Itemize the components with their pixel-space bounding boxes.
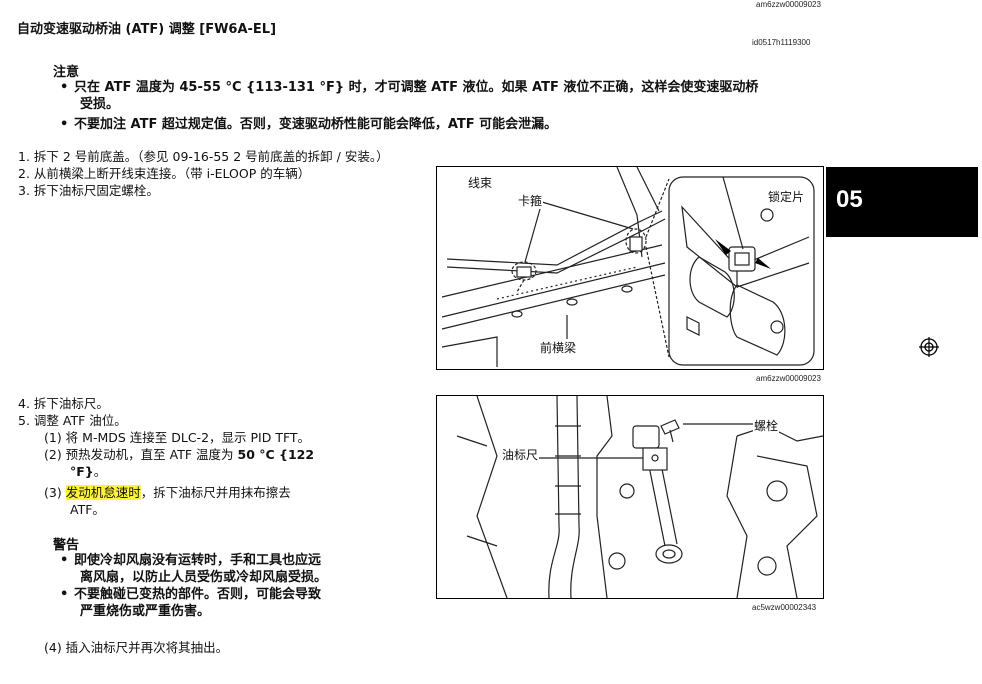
warning-list: •即使冷却风扇没有运转时，手和工具也应远 离风扇，以防止人员受伤或冷却风扇受损。…	[60, 552, 400, 620]
bullet-icon: •	[60, 553, 69, 568]
figure-dipstick: 螺栓 油标尺	[436, 395, 824, 599]
substep-3-cont: ATF。	[70, 502, 105, 517]
crosshair-target-icon	[919, 337, 939, 357]
substep-1: (1) 将 M-MDS 连接至 DLC-2，显示 PID TFT。	[44, 430, 311, 445]
substep-2-cont: °F}。	[70, 464, 107, 479]
bullet-icon: •	[60, 117, 69, 132]
label-front-crossmember: 前横梁	[539, 339, 578, 356]
bullet-icon: •	[60, 587, 69, 602]
steps-list-b: 4. 拆下油标尺。 5. 调整 ATF 油位。 (1) 将 M-MDS 连接至 …	[18, 395, 418, 518]
substep-4: (4) 插入油标尺并再次将其抽出。	[44, 640, 229, 655]
top-figure-code: am6zzw00009023	[756, 0, 821, 9]
substep-2: (2) 预热发动机，直至 ATF 温度为 50 °C {122	[44, 447, 315, 462]
step-1: 1. 拆下 2 号前底盖。（参见 09-16-55 2 号前底盖的拆卸 / 安装…	[18, 149, 389, 164]
caution-item: •不要加注 ATF 超过规定值。否则，变速驱动桥性能可能会降低，ATF 可能会泄…	[60, 117, 558, 132]
page-title: 自动变速驱动桥油 (ATF) 调整 [FW6A-EL]	[17, 22, 277, 37]
dipstick-illustration	[456, 395, 824, 599]
step-3: 3. 拆下油标尺固定螺栓。	[18, 183, 159, 198]
warning-item: •即使冷却风扇没有运转时，手和工具也应远	[60, 553, 322, 568]
label-dipstick: 油标尺	[501, 446, 540, 463]
substep-3: (3) 发动机怠速时，拆下油标尺并用抹布擦去	[44, 485, 291, 500]
label-bolt: 螺栓	[753, 417, 780, 434]
caution-heading: 注意	[53, 65, 80, 80]
warning-heading: 警告	[53, 538, 80, 553]
label-lock-tab: 锁定片	[767, 188, 806, 205]
figure2-code: ac5wzw00002343	[752, 603, 817, 612]
step-5: 5. 调整 ATF 油位。	[18, 413, 127, 428]
label-clip: 卡箍	[517, 192, 544, 209]
figure1-code: am6zzw00009023	[756, 374, 821, 383]
caution-list: •只在 ATF 温度为 45-55 °C {113-131 °F} 时，才可调整…	[60, 79, 840, 133]
bullet-icon: •	[60, 80, 69, 95]
document-id: id0517h1119300	[752, 38, 811, 47]
warning-item-cont: 严重烧伤或严重伤害。	[80, 604, 211, 619]
harness-clip-illustration	[441, 166, 815, 367]
step-2: 2. 从前横梁上断开线束连接。（带 i-ELOOP 的车辆）	[18, 166, 311, 181]
figure-harness-clip: 线束 卡箍 锁定片 前横梁	[436, 166, 824, 370]
label-harness: 线束	[467, 174, 494, 191]
caution-item: •只在 ATF 温度为 45-55 °C {113-131 °F} 时，才可调整…	[60, 80, 759, 95]
step-4: 4. 拆下油标尺。	[18, 396, 109, 411]
caution-item-cont: 受损。	[80, 97, 120, 112]
warning-item: •不要触碰已变热的部件。否则，可能会导致	[60, 587, 322, 602]
warning-item-cont: 离风扇，以防止人员受伤或冷却风扇受损。	[80, 570, 328, 585]
section-tab: 05	[826, 167, 978, 237]
highlighted-text: 发动机怠速时	[65, 485, 141, 500]
steps-list-a: 1. 拆下 2 号前底盖。（参见 09-16-55 2 号前底盖的拆卸 / 安装…	[18, 148, 498, 199]
